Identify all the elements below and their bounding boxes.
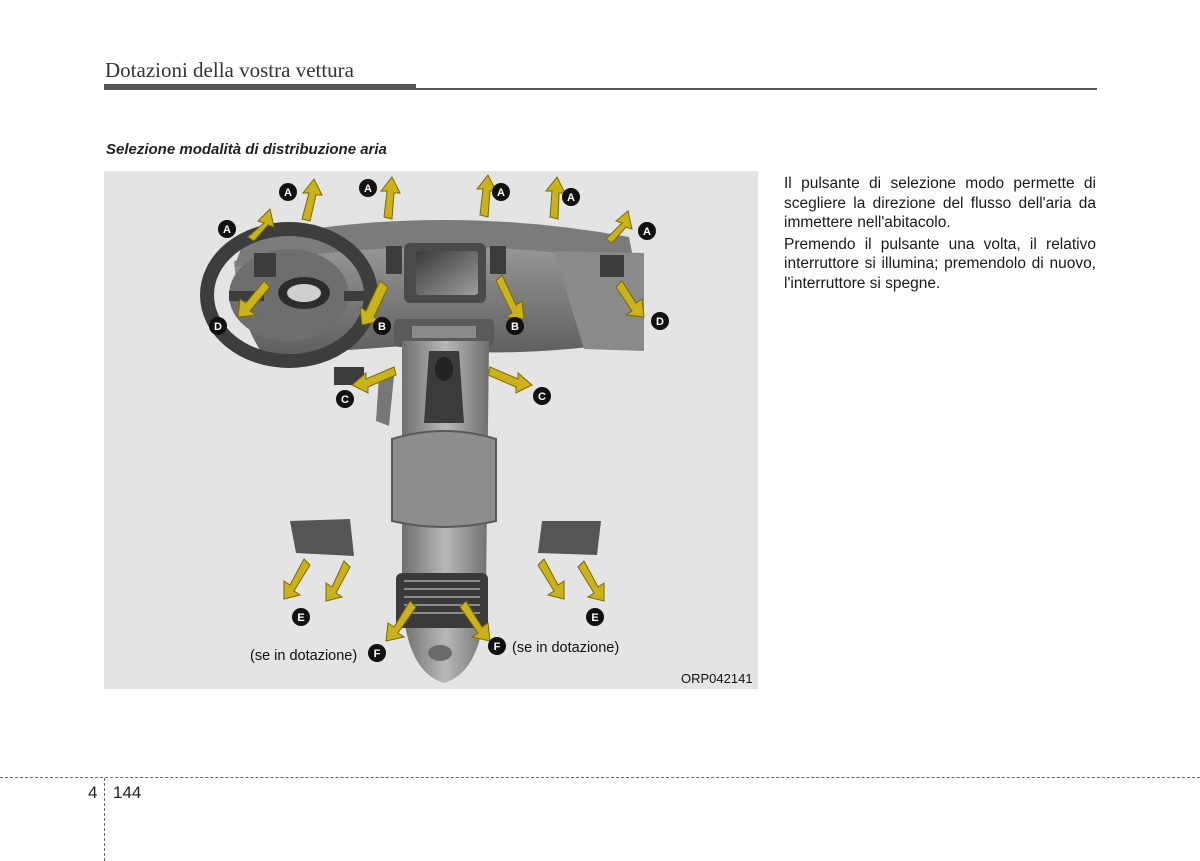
badge-a-1: A (279, 183, 297, 201)
figure-code: ORP042141 (681, 671, 753, 686)
arrow-a6 (605, 210, 633, 244)
svg-text:D: D (656, 316, 664, 328)
svg-text:A: A (364, 183, 372, 195)
svg-text:B: B (511, 321, 519, 333)
running-header: Dotazioni della vostra vettura (105, 58, 354, 82)
svg-text:A: A (223, 224, 231, 236)
footer-vertical-rule (104, 778, 105, 861)
svg-text:C: C (341, 394, 349, 406)
section-heading: Selezione modalità di distribuzione aria (106, 141, 387, 158)
badge-b-left: B (373, 317, 391, 335)
paragraph-2: Premendo il pulsante una volta, il relat… (784, 235, 1096, 292)
arrow-a5 (544, 176, 566, 220)
badge-f-left: F (368, 644, 386, 662)
badge-b-right: B (506, 317, 524, 335)
arrow-a1 (247, 208, 275, 242)
body-text: Il pulsante di selezione modo permette d… (784, 174, 1096, 295)
airflow-arrows (237, 174, 645, 642)
arrow-d-right (615, 280, 645, 318)
arrow-a2 (301, 178, 323, 222)
svg-text:A: A (284, 187, 292, 199)
badge-c-right: C (533, 387, 551, 405)
paragraph-1: Il pulsante di selezione modo permette d… (784, 175, 1096, 231)
right-vent (600, 255, 624, 277)
svg-text:E: E (297, 612, 304, 624)
arrow-e1 (283, 558, 311, 600)
badge-e-left: E (292, 608, 310, 626)
svg-text:A: A (497, 187, 505, 199)
badge-e-right: E (586, 608, 604, 626)
floor-duct-left (290, 519, 354, 556)
badge-a-4: A (562, 188, 580, 206)
badge-a-5: A (218, 220, 236, 238)
arrow-c-right (487, 366, 533, 394)
arrow-e4 (577, 560, 605, 602)
chapter-number: 4 (88, 783, 98, 802)
left-vent (254, 253, 276, 277)
svg-text:B: B (378, 321, 386, 333)
air-distribution-figure: A A A A A A D D B B C C E E F F (se in d… (104, 171, 758, 689)
badge-a-3: A (492, 183, 510, 201)
arrow-f-right (459, 600, 491, 642)
header-rule-thick (104, 84, 416, 90)
arrow-a4 (475, 174, 497, 218)
arrow-e3 (537, 558, 565, 600)
arrow-c-left (351, 366, 397, 394)
svg-text:D: D (214, 321, 222, 333)
svg-text:A: A (567, 192, 575, 204)
armrest (391, 430, 497, 528)
badge-c-left: C (336, 390, 354, 408)
optional-label-right: (se in dotazione) (512, 640, 619, 656)
footer-rule (0, 777, 1200, 778)
arrow-d-left (237, 280, 271, 318)
svg-text:F: F (494, 641, 501, 653)
badge-f-right: F (488, 637, 506, 655)
badge-d-left: D (209, 317, 227, 335)
svg-text:E: E (591, 612, 598, 624)
arrow-b-left (359, 280, 389, 326)
dashboard-illustration: A A A A A A D D B B C C E E F F (se in d… (200, 174, 753, 686)
gear-shifter (424, 351, 464, 423)
optional-label-left: (se in dotazione) (250, 648, 357, 664)
svg-text:C: C (538, 391, 546, 403)
page-number: 144 (113, 783, 142, 802)
arrow-f-left (385, 600, 417, 642)
badge-a-6: A (638, 222, 656, 240)
badge-d-right: D (651, 312, 669, 330)
arrow-e2 (325, 560, 351, 602)
arrow-a3 (379, 176, 401, 220)
svg-text:F: F (374, 648, 381, 660)
floor-duct-right (538, 521, 601, 555)
center-stack (386, 243, 506, 347)
header-rule-thin (416, 88, 1097, 90)
badge-a-2: A (359, 179, 377, 197)
svg-text:A: A (643, 226, 651, 238)
